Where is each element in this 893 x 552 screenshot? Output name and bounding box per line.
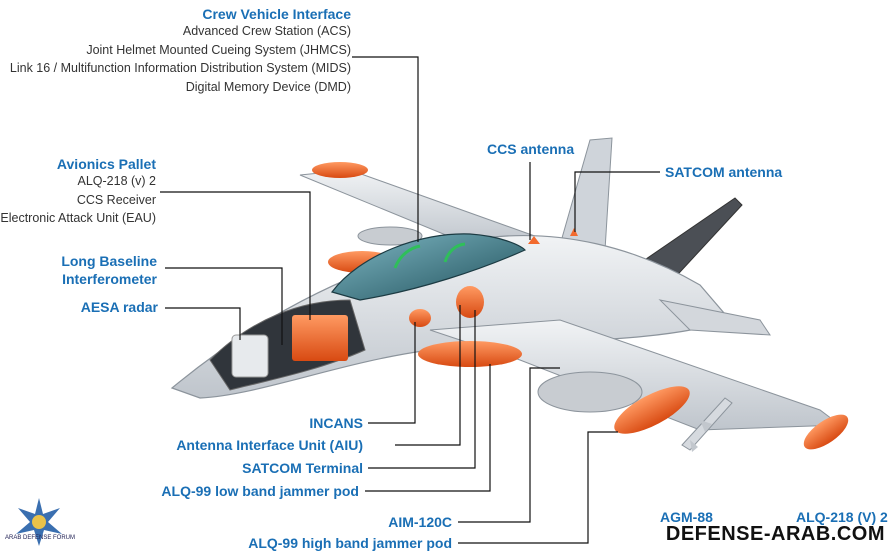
avionics-item-ccs: CCS Receiver xyxy=(76,192,156,207)
avionics-pallet-box xyxy=(292,315,348,361)
fuel-tank xyxy=(537,371,643,413)
high-band-pod xyxy=(614,386,690,434)
tank-under-wing xyxy=(357,226,423,246)
callout-satcom-terminal: SATCOM Terminal xyxy=(242,460,363,476)
crew-vehicle-item-acs: Advanced Crew Station (ACS) xyxy=(182,24,351,38)
callout-aim120c: AIM-120C xyxy=(388,514,452,530)
forum-logo-text: ARAB DEFENSE FORUM xyxy=(4,535,75,541)
incans-component xyxy=(409,309,431,327)
callout-avionics-pallet: Avionics Pallet ALQ-218 (v) 2 CCS Receiv… xyxy=(0,156,156,228)
wingtip-pod-upper xyxy=(312,162,368,178)
crew-vehicle-item-dmd: Digital Memory Device (DMD) xyxy=(185,79,351,94)
avionics-item-alq218: ALQ-218 (v) 2 xyxy=(77,174,156,188)
horizontal-stabilizer xyxy=(658,299,771,336)
leader-lines xyxy=(160,56,660,544)
avionics-item-eau: Electronic Attack Unit (EAU) xyxy=(0,211,156,225)
callout-incans: INCANS xyxy=(309,415,363,431)
callout-satcom-antenna: SATCOM antenna xyxy=(665,164,783,180)
alq218-wingtip-pod xyxy=(803,414,849,450)
avionics-pallet-title: Avionics Pallet xyxy=(56,156,156,172)
forum-logo-icon xyxy=(16,498,62,546)
aesa-radar-unit xyxy=(231,334,269,378)
satcom-antenna-mark xyxy=(570,228,578,236)
aiu-component xyxy=(456,286,484,318)
callout-aesa-radar: AESA radar xyxy=(80,299,158,315)
watermark-text: DEFENSE-ARAB.COM xyxy=(665,523,885,545)
upper-wing xyxy=(299,169,561,246)
canopy xyxy=(330,233,527,301)
callout-crew-vehicle: Crew Vehicle Interface Advanced Crew Sta… xyxy=(10,6,351,96)
ccs-antenna-mark xyxy=(528,236,540,244)
long-baseline-line2: Interferometer xyxy=(62,271,157,287)
callout-aiu: Antenna Interface Unit (AIU) xyxy=(176,437,363,453)
callout-low-band-pod: ALQ-99 low band jammer pod xyxy=(161,483,359,499)
callout-high-band-pod: ALQ-99 high band jammer pod xyxy=(248,535,452,551)
crew-vehicle-title: Crew Vehicle Interface xyxy=(202,6,351,22)
crew-vehicle-item-jhmcs: Joint Helmet Mounted Cueing System (JHMC… xyxy=(86,42,351,57)
callout-ccs-antenna: CCS antenna xyxy=(487,141,575,157)
crew-vehicle-item-mids: Link 16 / Multifunction Information Dist… xyxy=(9,61,351,75)
long-baseline-line1: Long Baseline xyxy=(61,253,157,269)
callout-agm88: AGM-88 xyxy=(660,509,713,525)
low-band-pod xyxy=(418,341,522,367)
callout-long-baseline: Long Baseline Interferometer xyxy=(61,252,157,288)
callout-alq218-pod: ALQ-218 (V) 2 xyxy=(796,509,888,525)
